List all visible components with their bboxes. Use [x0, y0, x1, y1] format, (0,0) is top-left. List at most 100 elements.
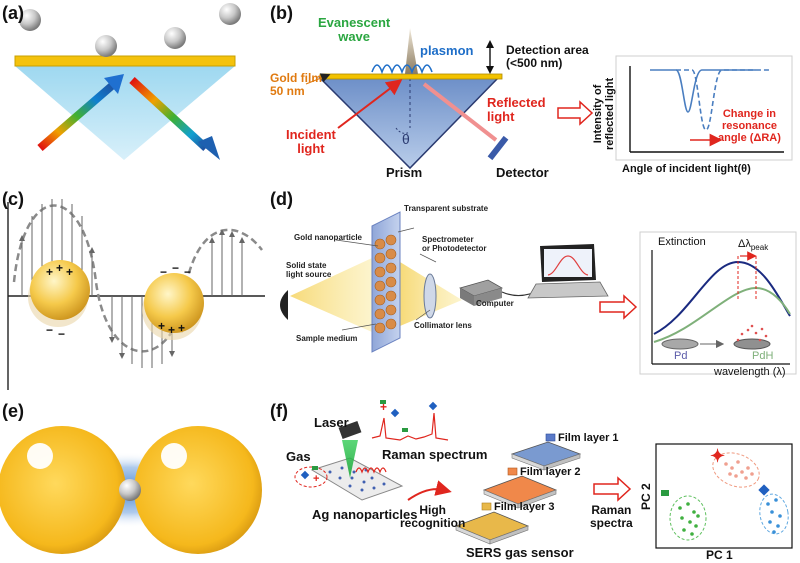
- svg-text:−: −: [172, 261, 179, 275]
- film-layer-3: [454, 502, 530, 545]
- pca-points-blue: [766, 498, 782, 534]
- svg-text:−: −: [184, 265, 191, 279]
- incident-beam-a: [37, 80, 117, 152]
- gas-molecules-ring: [294, 466, 328, 488]
- pca-cluster-green: [669, 495, 707, 541]
- laser-device: [338, 420, 362, 440]
- film-layer-1: [510, 433, 582, 471]
- prism-label: Prism: [386, 165, 423, 180]
- svg-text:+: +: [313, 473, 319, 485]
- gold-film-pointer: [305, 73, 331, 85]
- sample-medium-label: Sample medium: [296, 334, 358, 343]
- svg-text:+: +: [56, 261, 63, 275]
- raman-spectrum-trace: [371, 412, 449, 441]
- pd-label: Pd: [674, 350, 688, 362]
- gold-film-label: Gold film 50 nm: [270, 71, 322, 99]
- pd-piece: [661, 338, 699, 350]
- laser-label: Laser: [314, 415, 349, 430]
- svg-text:−: −: [160, 265, 167, 279]
- transparent-substrate-label: Transparent substrate: [404, 204, 489, 213]
- panel-a-label: (a): [2, 3, 24, 23]
- gold-sphere-right: [134, 426, 262, 554]
- particle-a1: [19, 9, 41, 31]
- nanoparticles-cluster: [374, 234, 397, 334]
- light-source-label: Solid state light source: [286, 261, 332, 279]
- particle-a4: [219, 3, 241, 25]
- panel-e: [0, 426, 262, 554]
- analyte-molecule: [119, 479, 141, 501]
- laser-beam: [342, 440, 358, 478]
- theta-label: θ: [402, 131, 410, 147]
- pca-cluster-red: [712, 452, 760, 488]
- film-layer-2: [482, 467, 558, 509]
- pca-points-green: [678, 502, 700, 536]
- resonance-change-label: Change in resonance angle (ΔRA): [718, 108, 781, 145]
- gold-nanoparticle-c2: [144, 273, 204, 333]
- spr-curve-dashed: [676, 69, 770, 131]
- laptop-keyboard: [527, 281, 609, 299]
- pc2-label: PC 2: [639, 483, 653, 510]
- particle-a3: [164, 27, 186, 49]
- pdh-curve: [653, 286, 791, 343]
- hollow-arrow-d: [599, 294, 638, 320]
- svg-text:+: +: [168, 323, 175, 337]
- d-leader-lines: [335, 227, 437, 331]
- svg-text:−: −: [46, 323, 53, 337]
- svg-text:+: +: [66, 265, 73, 279]
- reflected-beam-a: [129, 77, 209, 151]
- ag-nanoparticles-label: Ag nanoparticles: [312, 507, 418, 522]
- gold-sphere-left: [0, 426, 126, 554]
- field-wave: [12, 204, 263, 353]
- hollow-arrow-b: [557, 100, 594, 126]
- spr-curve-solid: [650, 69, 756, 113]
- gold-nanoparticle-label: Gold nanoparticle: [294, 233, 363, 242]
- sers-gas-sensor-label: SERS gas sensor: [466, 545, 574, 560]
- svg-text:+: +: [158, 319, 165, 333]
- plasmon-label: plasmon: [420, 43, 474, 58]
- panel-d-label: (d): [270, 189, 293, 209]
- incident-arrowhead-a: [104, 74, 124, 94]
- computer-label: Computer: [476, 299, 514, 308]
- reflected-light-label: Reflected light: [487, 95, 546, 125]
- hydrogen-dots: [736, 324, 768, 342]
- panel-e-label: (e): [2, 401, 24, 421]
- collimator-lens: [423, 273, 437, 319]
- collimator-lens-label: Collimator lens: [414, 321, 472, 330]
- detector-label: Detector: [496, 165, 549, 180]
- pdh-piece: [733, 338, 771, 350]
- extinction-label: Extinction: [658, 236, 706, 248]
- film-layer-2-label: Film layer 2: [520, 466, 581, 478]
- incident-light-arrow: [337, 79, 403, 129]
- ag-substrate: [310, 457, 404, 501]
- charge-signs: +++ −− −−− +++: [46, 261, 191, 341]
- plasmon-wave: [371, 64, 433, 75]
- high-recognition-arrow: [407, 480, 452, 501]
- svg-text:+: +: [380, 400, 387, 414]
- pca-points-red: [724, 460, 754, 480]
- film-layer-3-label: Film layer 3: [494, 501, 555, 513]
- incident-light-label: Incident light: [286, 127, 336, 157]
- panel-d: [280, 211, 797, 375]
- hollow-arrow-f: [593, 476, 632, 502]
- detection-area-label: Detection area (<500 nm): [506, 43, 589, 71]
- spr-graph-frame: [615, 55, 793, 161]
- pca-marker-green: [661, 490, 669, 496]
- gold-film-b: [319, 73, 503, 80]
- reflected-arrowhead-a: [198, 136, 220, 160]
- panel-c: +++ −− −−− +++: [7, 199, 265, 390]
- panel-f: + +: [294, 400, 793, 549]
- spr-x-axis-label: Angle of incident light(θ): [622, 163, 751, 175]
- panel-c-label: (c): [2, 189, 24, 209]
- particle-a2: [95, 35, 117, 57]
- prism-a: [15, 66, 235, 160]
- film-layer-1-label: Film layer 1: [558, 432, 619, 444]
- extinction-graph-frame: [639, 231, 797, 375]
- pc1-label: PC 1: [706, 548, 733, 562]
- panel-a: [14, 3, 241, 160]
- detector-bar: [487, 135, 509, 161]
- pca-marker-red: ✦: [710, 446, 725, 466]
- scattered-light-wave: [355, 467, 387, 474]
- pdh-label: PdH: [752, 350, 774, 362]
- delta-lambda-label: Δλpeak: [738, 238, 769, 253]
